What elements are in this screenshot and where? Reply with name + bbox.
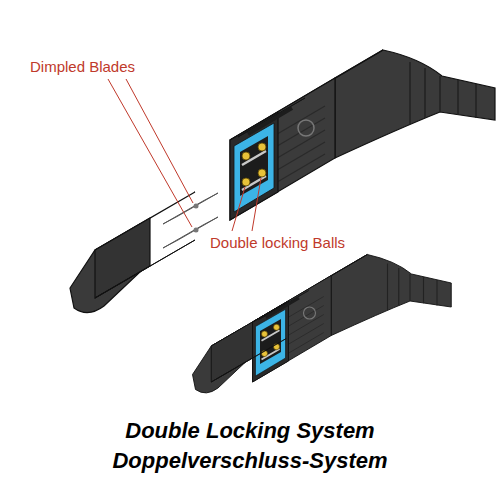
blade-dimple: [194, 204, 199, 209]
blade: [163, 217, 218, 248]
blade-dimple: [194, 228, 199, 233]
leader-line: [108, 79, 192, 227]
socket-view: [230, 50, 495, 220]
plug-view: [193, 303, 287, 393]
leader-line: [126, 79, 193, 203]
blades: [163, 193, 218, 248]
leader-line: [252, 178, 261, 231]
part-label: Double locking Balls: [210, 234, 345, 252]
leader-line: [232, 187, 245, 231]
socket-view: [253, 255, 452, 383]
leader-lines: [108, 79, 261, 231]
part-label: Dimpled Blades: [30, 58, 135, 76]
caption: Double Locking System Doppelverschluss-S…: [90, 416, 410, 476]
plug-view: [70, 192, 195, 313]
mated-assembly: [193, 255, 452, 393]
